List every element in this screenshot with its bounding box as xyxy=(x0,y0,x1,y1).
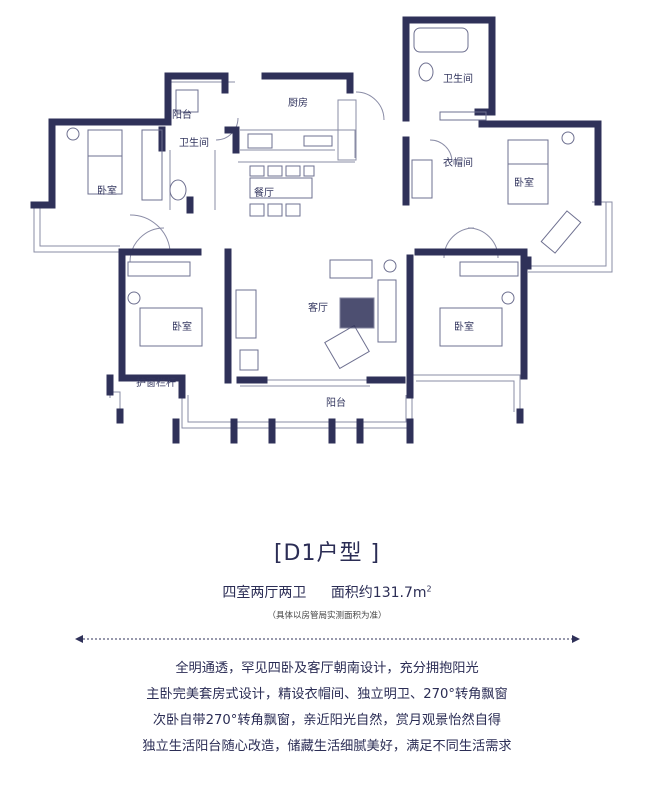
divider-line xyxy=(75,635,580,643)
room-label-bedroom-nw: 卧室 xyxy=(97,184,117,197)
room-label-bedroom-se: 卧室 xyxy=(454,320,474,333)
room-label-kitchen: 厨房 xyxy=(288,96,308,109)
room-label-bedroom-sw: 卧室 xyxy=(172,320,192,333)
area-value: 面积约131.7m xyxy=(330,585,427,601)
description-line: 独立生活阳台随心改造，储藏生活细腻美好，满足不同生活需求 xyxy=(142,739,512,754)
room-labels: 阳台 厨房 卫生间 卫生间 卧室 餐厅 衣帽间 卧室 客厅 卧室 卧室 护窗栏杆… xyxy=(97,72,534,409)
layout-label: 四室两厅两卫 xyxy=(222,585,307,601)
description-line: 次卧自带270°转角飘窗，亲近阳光自然，赏月观景怡然自得 xyxy=(152,713,502,728)
area-note: （具体以房管局实测面积为准） xyxy=(267,611,387,621)
description-line: 全明通透，罕见四卧及客厅朝南设计，充分拥抱阳光 xyxy=(175,661,479,676)
plan-furniture xyxy=(66,27,582,371)
room-label-bedroom-master: 卧室 xyxy=(514,176,534,189)
plan-summary: 四室两厅两卫 面积约131.7m2 xyxy=(0,582,654,602)
room-label-dining: 餐厅 xyxy=(254,186,274,199)
floor-plan: 阳台 厨房 卫生间 卫生间 卧室 餐厅 衣帽间 卧室 客厅 卧室 卧室 护窗栏杆… xyxy=(30,16,613,444)
room-label-balcony-main: 阳台 xyxy=(326,396,346,409)
room-label-living: 客厅 xyxy=(308,301,328,314)
room-label-closet: 衣帽间 xyxy=(443,156,473,169)
room-label-bath-right: 卫生间 xyxy=(443,72,473,85)
room-label-railing: 护窗栏杆 xyxy=(136,376,176,389)
plan-title: [D1户型 ] xyxy=(273,541,381,566)
description-line: 主卧完美套房式设计，精设衣帽间、独立明卫、270°转角飘窗 xyxy=(146,687,508,702)
area-label: 面积约131.7m2 xyxy=(330,584,432,601)
room-label-bath-left: 卫生间 xyxy=(179,136,209,149)
plan-walls xyxy=(30,16,602,444)
area-unit-superscript: 2 xyxy=(426,584,432,594)
room-label-balcony-small: 阳台 xyxy=(172,108,192,121)
description-block: 全明通透，罕见四卧及客厅朝南设计，充分拥抱阳光 主卧完美套房式设计，精设衣帽间、… xyxy=(0,656,654,760)
